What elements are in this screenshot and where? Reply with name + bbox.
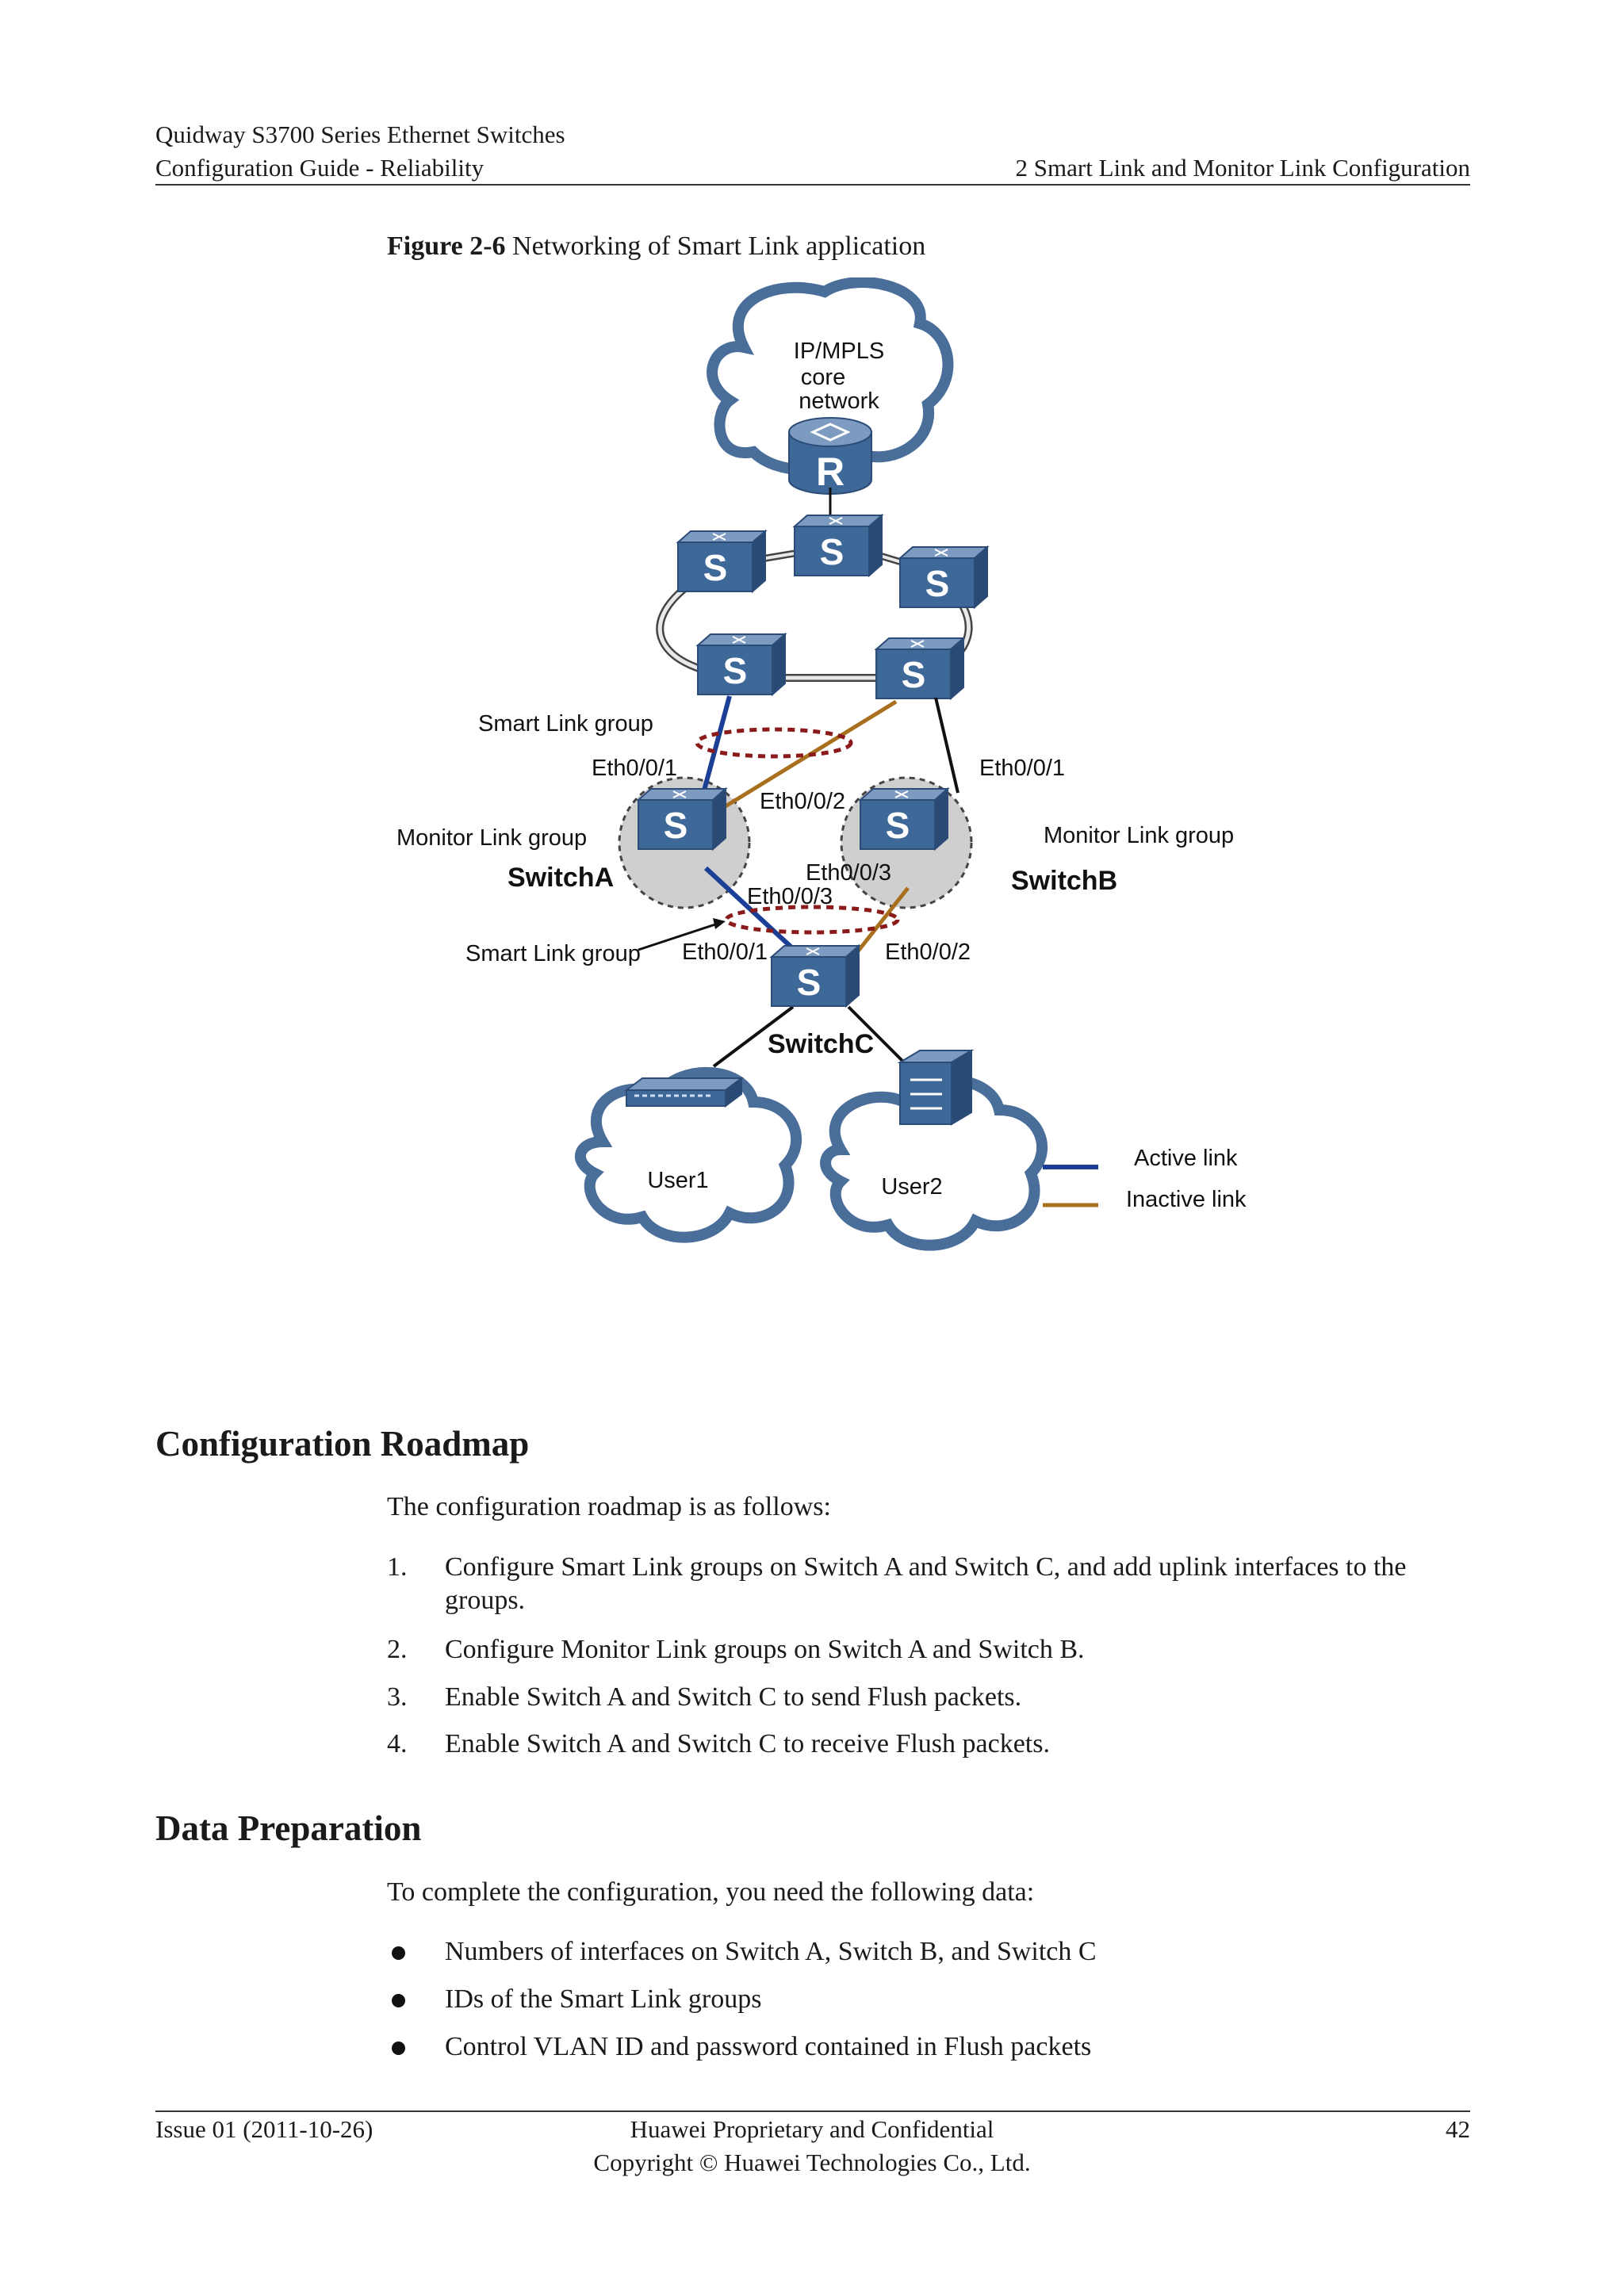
arrow-head-icon (713, 918, 726, 929)
switch-a-eth3-label: Eth0/0/3 (747, 884, 833, 909)
legend-inactive-label: Inactive link (1126, 1187, 1247, 1212)
monitor-link-group-b-label: Monitor Link group (1044, 823, 1234, 848)
smart-link-group-top-ellipse (695, 727, 853, 759)
figure-number: Figure 2-6 (387, 232, 506, 261)
monitor-link-group-a-label: Monitor Link group (396, 825, 587, 851)
smart-link-group-bottom-label: Smart Link group (465, 941, 641, 966)
data-prep-heading: Data Preparation (155, 1808, 422, 1848)
figure-caption: Figure 2-6 Networking of Smart Link appl… (387, 232, 925, 262)
agg-switch-right-icon (875, 637, 964, 699)
bullet-icon (392, 1946, 405, 1960)
bullet-icon (392, 1994, 405, 2007)
switch-c-label: SwitchC (768, 1029, 874, 1059)
core-network-cloud: IP/MPLS core network (707, 277, 954, 476)
data-prep-bullet-2: IDs of the Smart Link groups (445, 1984, 762, 2014)
roadmap-step-1-text-cont: groups. (445, 1586, 526, 1615)
roadmap-intro: The configuration roadmap is as follows: (387, 1492, 831, 1521)
switch-c-icon (771, 945, 860, 1007)
legend-active-label: Active link (1134, 1146, 1238, 1171)
roadmap-step-2-text: Configure Monitor Link groups on Switch … (445, 1635, 1085, 1664)
smart-link-network-diagram: S IP/MPLS core network R (396, 277, 1247, 1251)
switch-b-label: SwitchB (1011, 866, 1117, 896)
switch-c-eth2-label: Eth0/0/2 (885, 939, 971, 965)
smart-link-group-arrow (638, 922, 718, 951)
data-prep-bullet-3: Control VLAN ID and password contained i… (445, 2032, 1092, 2061)
user1-device-icon (624, 1077, 744, 1108)
data-prep-bullet-1: Numbers of interfaces on Switch A, Switc… (445, 1937, 1097, 1966)
switch-a-eth2-label: Eth0/0/2 (760, 789, 845, 814)
switch-c-eth1-label: Eth0/0/1 (682, 939, 768, 965)
user2-label: User2 (881, 1174, 942, 1200)
roadmap-step-4-number: 4. (387, 1729, 408, 1758)
footer-confidential: Huawei Proprietary and Confidential (630, 2115, 994, 2143)
switch-b-eth3-label: Eth0/0/3 (806, 860, 891, 886)
header-product: Quidway S3700 Series Ethernet Switches (155, 121, 565, 148)
roadmap-step-1-text: Configure Smart Link groups on Switch A … (445, 1552, 1407, 1582)
smart-link-group-bottom-ellipse (724, 905, 900, 935)
bullet-icon (392, 2042, 405, 2055)
user1-label: User1 (647, 1168, 708, 1193)
roadmap-step-4-text: Enable Switch A and Switch C to receive … (445, 1729, 1050, 1758)
cloud-label-line3: network (799, 388, 879, 414)
switch-a-icon (638, 788, 726, 850)
core-switch-2-icon (794, 515, 883, 576)
router-icon: R (788, 417, 872, 495)
smart-link-group-top-label: Smart Link group (478, 711, 653, 737)
footer-copyright: Copyright © Huawei Technologies Co., Ltd… (593, 2149, 1031, 2176)
switch-a-eth1-label: Eth0/0/1 (592, 756, 677, 781)
roadmap-step-3-number: 3. (387, 1682, 408, 1712)
header-rule (155, 184, 1470, 186)
router-letter: R (816, 450, 845, 494)
switch-b-eth1-label: Eth0/0/1 (979, 756, 1065, 781)
cloud-label-line1: IP/MPLS (794, 339, 884, 364)
header-guide: Configuration Guide - Reliability (155, 154, 485, 182)
switch-b-icon (860, 788, 948, 850)
link-user1 (712, 1005, 795, 1068)
link-b-uplink (934, 697, 959, 794)
user2-device-icon (897, 1049, 975, 1126)
figure-title: Networking of Smart Link application (512, 232, 926, 261)
core-switch-3-icon (899, 546, 988, 608)
footer-issue: Issue 01 (2011-10-26) (155, 2115, 373, 2143)
roadmap-heading: Configuration Roadmap (155, 1424, 530, 1464)
footer-page-number: 42 (1446, 2115, 1470, 2143)
data-prep-intro: To complete the configuration, you need … (387, 1877, 1035, 1907)
switch-a-label: SwitchA (508, 863, 614, 893)
agg-switch-left-icon (697, 633, 786, 695)
active-link-a-uplink (699, 695, 732, 800)
header-chapter: 2 Smart Link and Monitor Link Configurat… (1015, 154, 1470, 182)
roadmap-step-1-number: 1. (387, 1552, 408, 1582)
footer-rule (155, 2110, 1470, 2112)
cloud-label-line2: core (801, 365, 845, 390)
roadmap-step-3-text: Enable Switch A and Switch C to send Flu… (445, 1682, 1022, 1712)
link-user2 (847, 1005, 906, 1064)
roadmap-step-2-number: 2. (387, 1635, 408, 1664)
core-switch-1-icon (677, 530, 766, 592)
